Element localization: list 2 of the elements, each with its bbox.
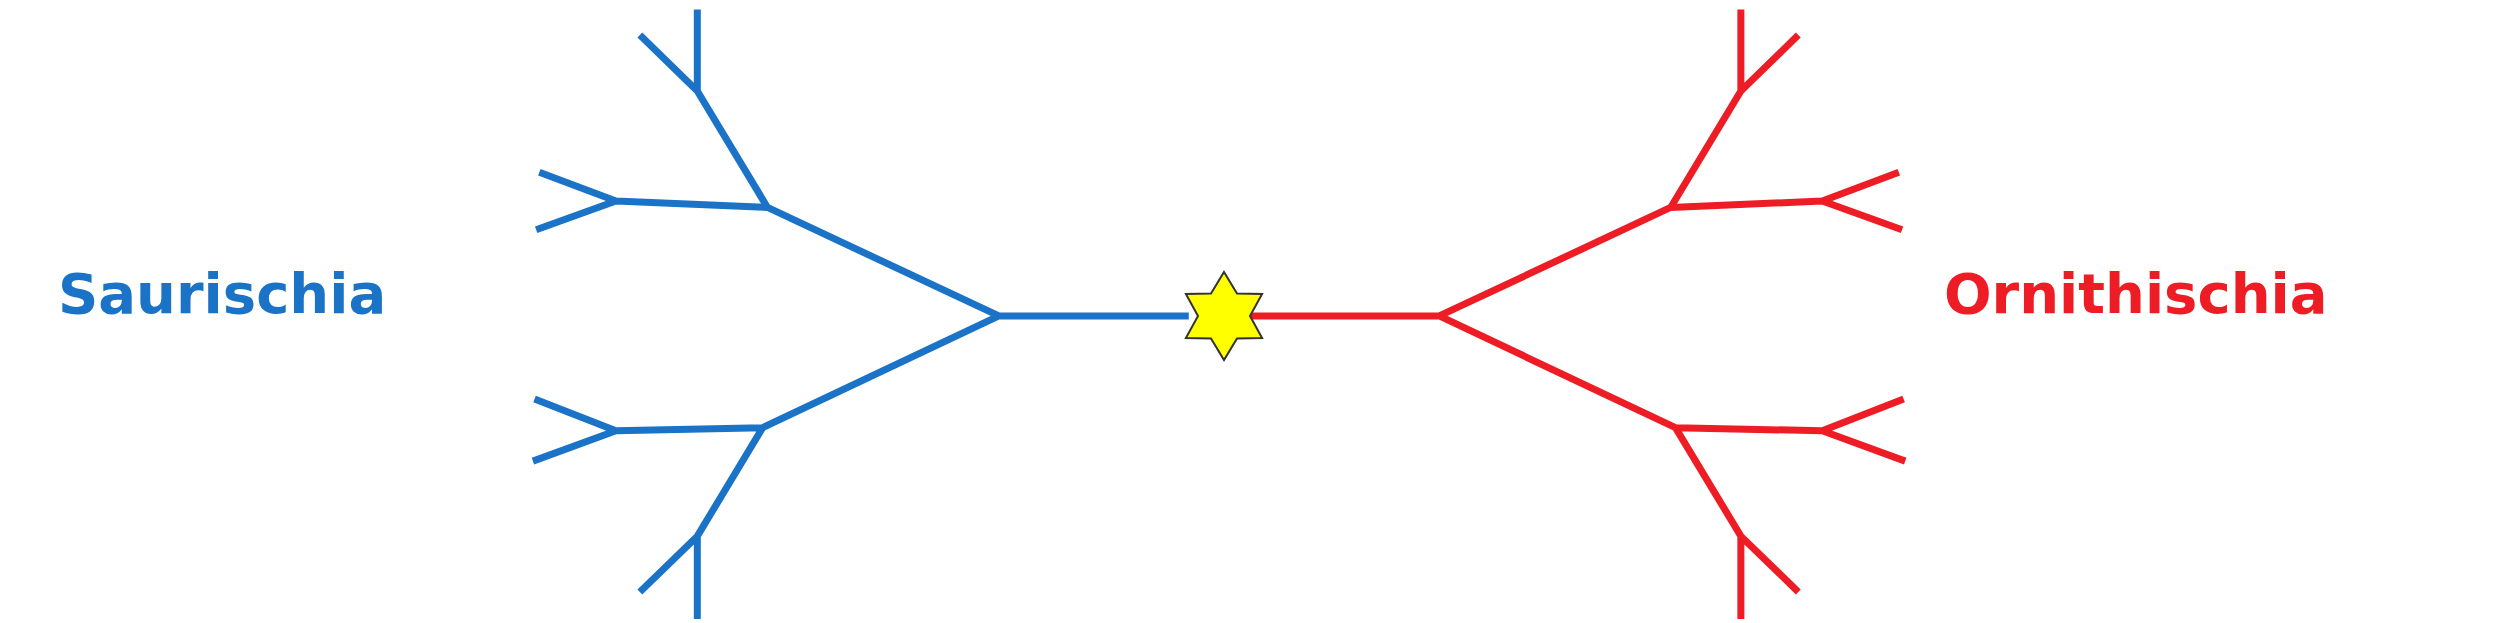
clade-label: Ornithischia (1944, 258, 2328, 330)
clade-label: Saurischia (58, 258, 387, 330)
